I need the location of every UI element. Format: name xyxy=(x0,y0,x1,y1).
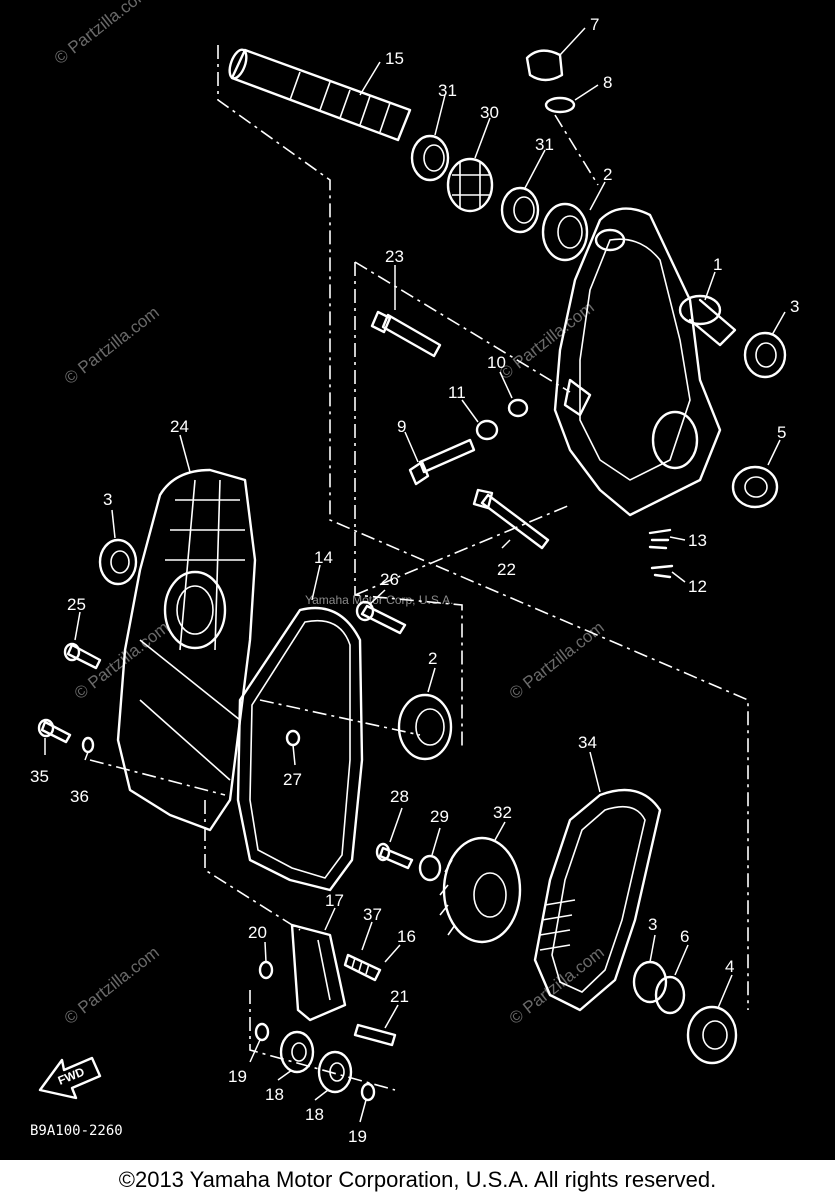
callout-15[interactable]: 15 xyxy=(385,49,404,68)
cover-bolts xyxy=(37,600,407,754)
callout-2[interactable]: 2 xyxy=(428,649,437,668)
callout-34[interactable]: 34 xyxy=(578,733,597,752)
forward-arrow: FWD xyxy=(38,1056,102,1100)
callout-12[interactable]: 12 xyxy=(688,577,707,596)
callout-7[interactable]: 7 xyxy=(590,15,599,34)
callout-32[interactable]: 32 xyxy=(493,803,512,822)
watermark-text: © Partzilla.com xyxy=(61,303,163,389)
callout-8[interactable]: 8 xyxy=(603,73,612,92)
callout-30[interactable]: 30 xyxy=(480,103,499,122)
callout-27[interactable]: 27 xyxy=(283,770,302,789)
callout-17[interactable]: 17 xyxy=(325,891,344,910)
callout-2[interactable]: 2 xyxy=(603,165,612,184)
lower-bearing-2 xyxy=(397,693,453,761)
watermark-text: © Partzilla.com xyxy=(61,943,163,1029)
callout-22[interactable]: 22 xyxy=(497,560,516,579)
callout-31[interactable]: 31 xyxy=(535,135,554,154)
callout-35[interactable]: 35 xyxy=(30,767,49,786)
callout-26[interactable]: 26 xyxy=(380,570,399,589)
callout-21[interactable]: 21 xyxy=(390,987,409,1006)
callout-19[interactable]: 19 xyxy=(228,1067,247,1086)
callout-29[interactable]: 29 xyxy=(430,807,449,826)
callout-37[interactable]: 37 xyxy=(363,905,382,924)
callout-31[interactable]: 31 xyxy=(438,81,457,100)
watermark-text: © Partzilla.com xyxy=(51,0,153,68)
assembly-lines xyxy=(89,45,749,1091)
callout-9[interactable]: 9 xyxy=(397,417,406,436)
callout-3[interactable]: 3 xyxy=(648,915,657,934)
callout-1[interactable]: 1 xyxy=(713,255,722,274)
callout-14[interactable]: 14 xyxy=(314,548,333,567)
callout-6[interactable]: 6 xyxy=(680,927,689,946)
callout-24[interactable]: 24 xyxy=(170,417,189,436)
copyright-text: ©2013 Yamaha Motor Corporation, U.S.A. A… xyxy=(118,1167,717,1192)
callout-labels: 15 31 30 31 2 7 8 1 3 5 23 10 11 9 22 13… xyxy=(30,15,799,1146)
part-15-shaft xyxy=(228,48,412,142)
callout-4[interactable]: 4 xyxy=(725,957,734,976)
callout-13[interactable]: 13 xyxy=(688,531,707,550)
callout-5[interactable]: 5 xyxy=(777,423,786,442)
callout-3[interactable]: 3 xyxy=(103,490,112,509)
case-bolts xyxy=(370,310,550,550)
part-24-cover xyxy=(98,468,257,832)
callout-16[interactable]: 16 xyxy=(397,927,416,946)
center-note: Yamaha Motor Corp, U.S.A. xyxy=(305,593,454,607)
leader-lines xyxy=(44,27,786,1123)
callout-20[interactable]: 20 xyxy=(248,923,267,942)
callout-3[interactable]: 3 xyxy=(790,297,799,316)
callout-23[interactable]: 23 xyxy=(385,247,404,266)
callout-11[interactable]: 11 xyxy=(448,383,466,402)
callout-19[interactable]: 19 xyxy=(348,1127,367,1146)
tensioner-assembly xyxy=(254,923,397,1102)
copyright-footer: ©2013 Yamaha Motor Corporation, U.S.A. A… xyxy=(0,1160,835,1200)
part-14-gasket xyxy=(236,606,364,892)
watermark-text: © Partzilla.com xyxy=(506,943,608,1029)
pins-12-13 xyxy=(648,528,674,579)
callout-18[interactable]: 18 xyxy=(265,1085,284,1104)
drawing-code: B9A100-2260 xyxy=(30,1123,123,1139)
callout-25[interactable]: 25 xyxy=(67,595,86,614)
sprocket-32 xyxy=(375,836,522,944)
callout-28[interactable]: 28 xyxy=(390,787,409,806)
watermark-text: © Partzilla.com xyxy=(506,618,608,704)
part-1-gear-case xyxy=(553,207,787,517)
callout-10[interactable]: 10 xyxy=(487,353,506,372)
upper-bearings xyxy=(410,49,589,262)
chain-34 xyxy=(533,788,662,1012)
callout-18[interactable]: 18 xyxy=(305,1105,324,1124)
callout-36[interactable]: 36 xyxy=(70,787,89,806)
bottom-right-bearings xyxy=(632,960,738,1065)
exploded-parts-diagram: © Partzilla.com © Partzilla.com © Partzi… xyxy=(30,0,799,1146)
